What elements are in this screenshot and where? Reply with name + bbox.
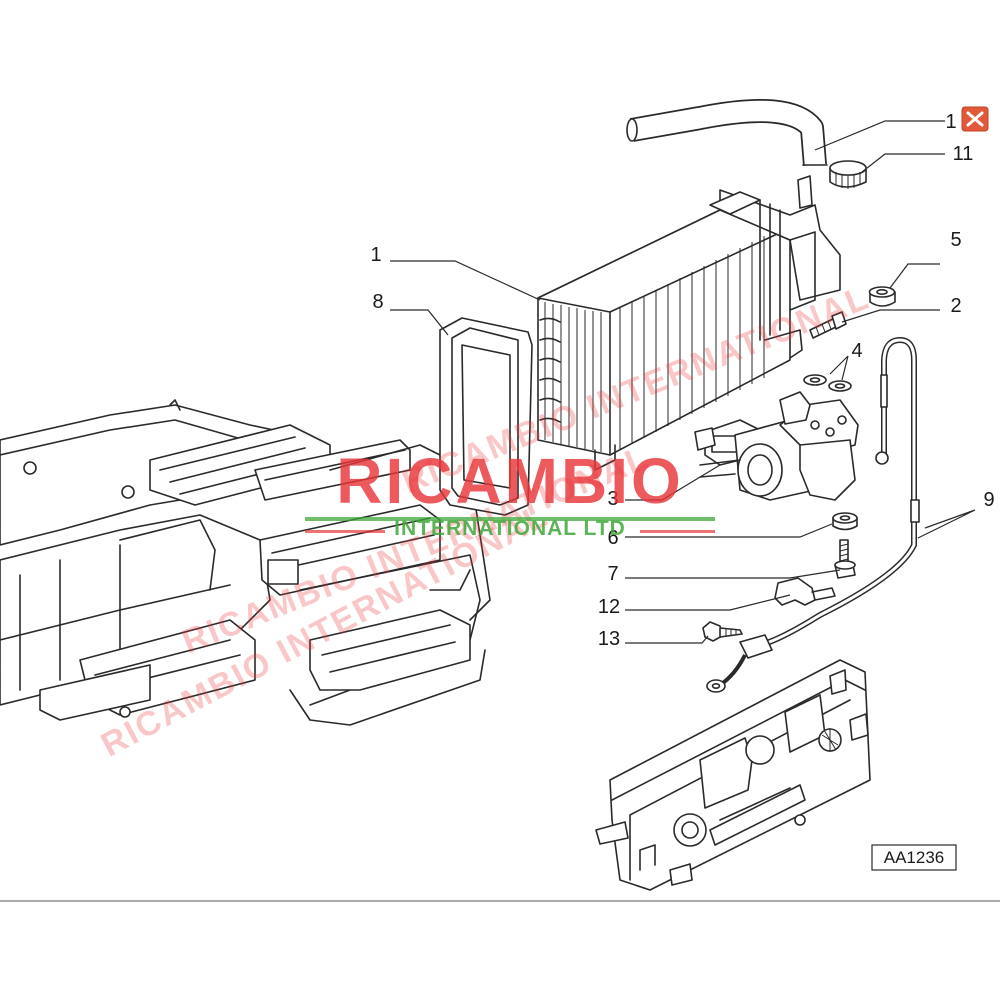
- heater-valve: [694, 391, 859, 501]
- callout-1: 1: [370, 244, 381, 266]
- callout-11: 11: [953, 143, 974, 165]
- cap-part: [829, 160, 867, 189]
- callout-4: 4: [851, 340, 862, 362]
- bolt-part: [834, 539, 856, 579]
- reference-code-box: AA1236: [871, 844, 957, 871]
- watermark-rule-bottom-2: [640, 530, 715, 533]
- watermark-brand: RICAMBIO: [336, 445, 684, 517]
- bush-part: [832, 512, 858, 531]
- callout-2: 2: [950, 295, 961, 317]
- watermark-rule-top: [305, 517, 715, 521]
- washers-part: [803, 374, 852, 392]
- clip-part: [774, 577, 836, 606]
- screw-part: [809, 311, 847, 339]
- leader-lines: [390, 120, 976, 644]
- reference-code: AA1236: [884, 848, 945, 867]
- callout-labels: 1 11 1 5 2 8 4 3 6 9 7 12 13: [370, 111, 994, 650]
- callout-13: 13: [598, 628, 620, 650]
- callout-top: 1: [945, 111, 956, 133]
- close-icon[interactable]: [961, 106, 989, 132]
- callout-9: 9: [983, 489, 994, 511]
- callout-3: 3: [607, 488, 618, 510]
- heater-control-panel: [595, 659, 871, 891]
- callout-5: 5: [950, 229, 961, 251]
- heater-housing: [0, 399, 491, 726]
- nut-part: [868, 286, 896, 307]
- callout-12: 12: [598, 596, 620, 618]
- self-tapping-screw-part: [702, 621, 743, 642]
- callout-6: 6: [607, 527, 618, 549]
- radiator-seal-frame: [439, 317, 533, 516]
- watermark-rule-bottom: [305, 530, 385, 533]
- control-cables: [706, 336, 920, 693]
- heater-hose: [626, 98, 828, 166]
- watermark-subtitle: INTERNATIONAL LTD: [394, 517, 626, 540]
- callout-8: 8: [372, 291, 383, 313]
- callout-7: 7: [607, 563, 618, 585]
- heater-radiator-core: [537, 175, 841, 471]
